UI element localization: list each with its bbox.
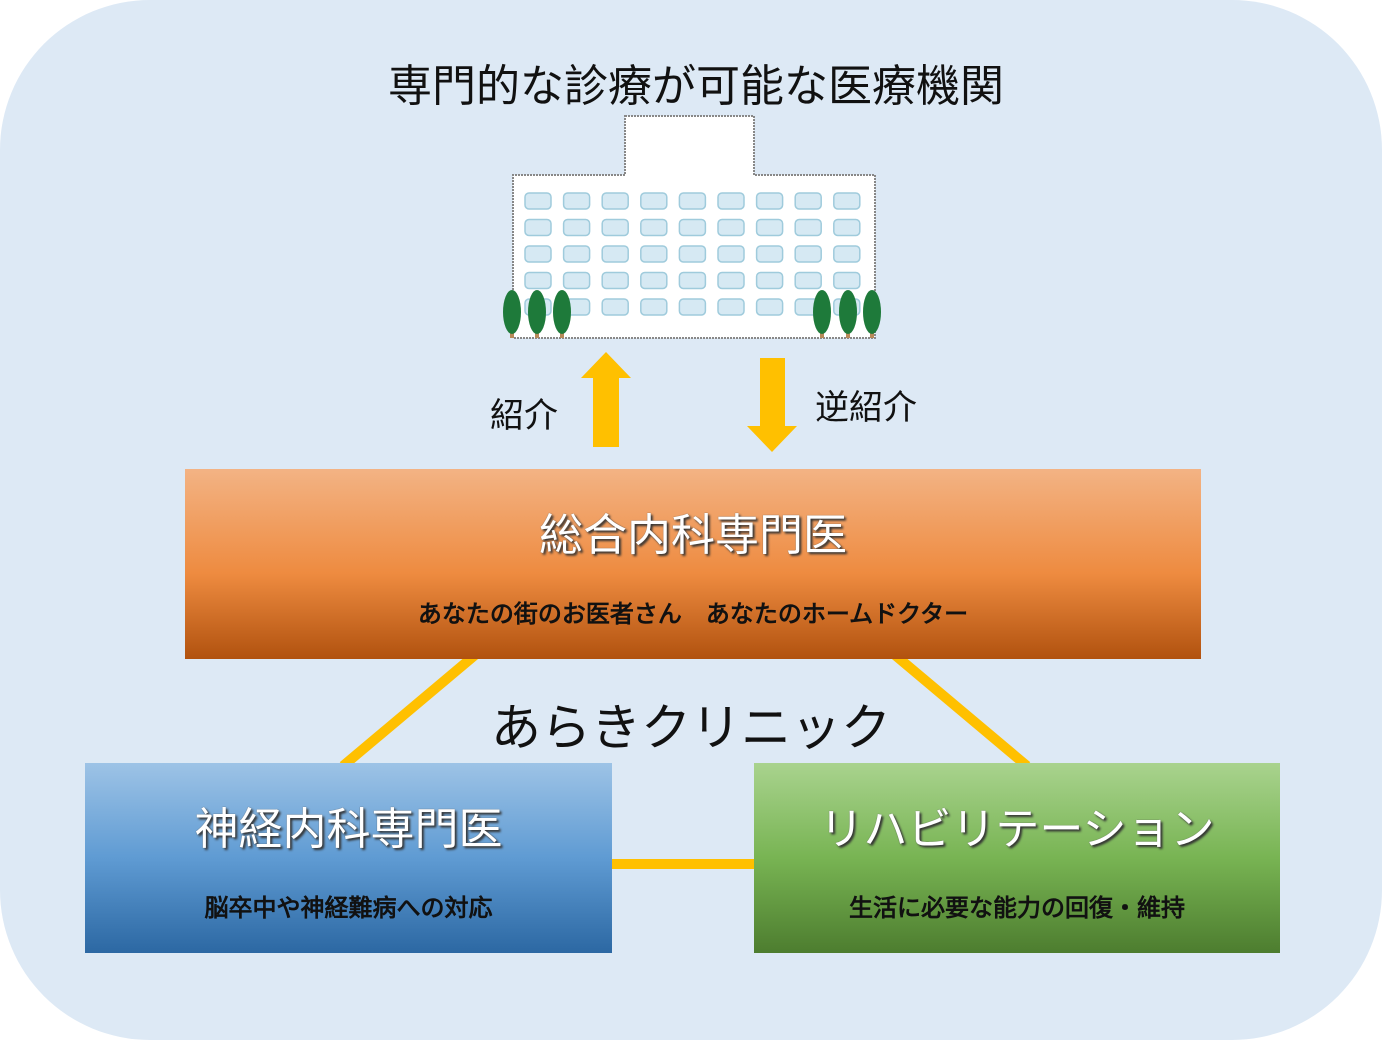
connector-general-neuro	[339, 651, 479, 770]
window-icon	[678, 245, 707, 263]
window-icon	[717, 298, 745, 316]
window-icon	[794, 271, 822, 290]
window-icon	[717, 271, 745, 290]
window-icon	[755, 271, 784, 290]
window-icon	[833, 271, 861, 290]
rehabilitation-box: リハビリテーション 生活に必要な能力の回復・維持	[754, 763, 1280, 953]
hospital-building-icon	[503, 115, 881, 339]
window-icon	[640, 192, 668, 210]
referral-label: 紹介	[490, 396, 558, 436]
referral-up-arrow	[581, 352, 631, 447]
window-icon	[640, 298, 668, 316]
window-icon	[678, 192, 707, 210]
tree-icon	[839, 290, 857, 338]
window-icon	[601, 218, 629, 237]
window-icon	[717, 245, 745, 263]
tree-icon	[813, 290, 831, 338]
reverse-referral-label: 逆紹介	[815, 388, 917, 428]
window-icon	[524, 271, 552, 290]
window-icon	[562, 271, 591, 290]
rehab-subtitle: 生活に必要な能力の回復・維持	[849, 894, 1185, 922]
window-icon	[794, 192, 822, 210]
window-icon	[794, 218, 822, 237]
window-icon	[833, 218, 861, 237]
reverse-referral-down-arrow	[747, 358, 797, 452]
window-icon	[562, 245, 591, 263]
window-icon	[601, 192, 629, 210]
clinic-name: あらきクリニック	[491, 699, 891, 757]
window-icon	[833, 192, 861, 210]
window-icon	[755, 298, 784, 316]
window-icon	[755, 192, 784, 210]
window-icon	[601, 245, 629, 263]
window-icon	[717, 192, 745, 210]
window-icon	[794, 245, 822, 263]
rehab-title: リハビリテーション	[819, 804, 1215, 855]
window-icon	[640, 245, 668, 263]
neuro-subtitle: 脳卒中や神経難病への対応	[204, 894, 493, 922]
window-icon	[755, 245, 784, 263]
tree-icon	[503, 290, 521, 338]
window-icon	[524, 192, 552, 210]
window-icon	[640, 218, 668, 237]
window-icon	[833, 245, 861, 263]
window-icon	[601, 298, 629, 316]
connector-lines	[339, 651, 1031, 869]
window-icon	[717, 218, 745, 237]
window-icon	[601, 271, 629, 290]
window-icon	[524, 245, 552, 263]
window-icon	[640, 271, 668, 290]
tree-icon	[553, 290, 571, 338]
window-icon	[678, 218, 707, 237]
general-internal-medicine-box: 総合内科専門医 あなたの街のお医者さん あなたのホームドクター	[185, 469, 1201, 659]
window-icon	[562, 218, 591, 237]
general-subtitle: あなたの街のお医者さん あなたのホームドクター	[417, 600, 969, 628]
general-title: 総合内科専門医	[539, 510, 847, 561]
neuro-title: 神経内科専門医	[194, 804, 503, 855]
window-icon	[678, 271, 707, 290]
tree-icon	[863, 290, 881, 338]
window-icon	[562, 192, 591, 210]
hospital-title: 専門的な診療が可能な医療機関	[388, 61, 1004, 112]
window-icon	[755, 218, 784, 237]
tree-icon	[528, 290, 546, 338]
connector-general-rehab	[891, 651, 1031, 770]
neurology-box: 神経内科専門医 脳卒中や神経難病への対応	[85, 763, 612, 953]
window-icon	[524, 218, 552, 237]
window-icon	[678, 298, 707, 316]
